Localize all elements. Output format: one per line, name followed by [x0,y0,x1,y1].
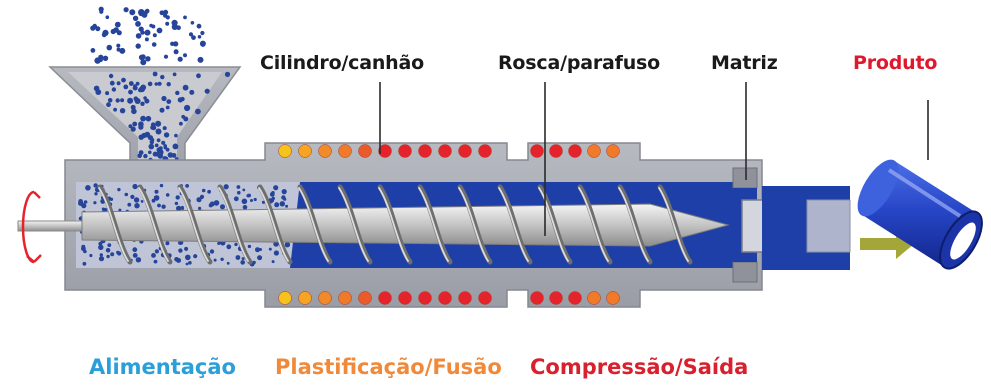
heater-bands [278,144,620,305]
feed-zone-label: Alimentação [89,355,236,379]
product-label: Produto [853,52,938,74]
cylinder-label: Cilindro/canhão [260,52,424,74]
plasticizing-zone-label: Plastificação/Fusão [275,355,502,379]
rotation-arrow-icon [21,190,42,264]
compression-zone-label: Compressão/Saída [530,355,749,379]
screw [17,184,730,265]
leader-lines [379,82,929,236]
die-label: Matriz [711,52,778,74]
screw-label: Rosca/parafuso [498,52,660,74]
product-tube [857,159,983,270]
extrudate [762,186,851,270]
screw-flights [97,184,693,265]
